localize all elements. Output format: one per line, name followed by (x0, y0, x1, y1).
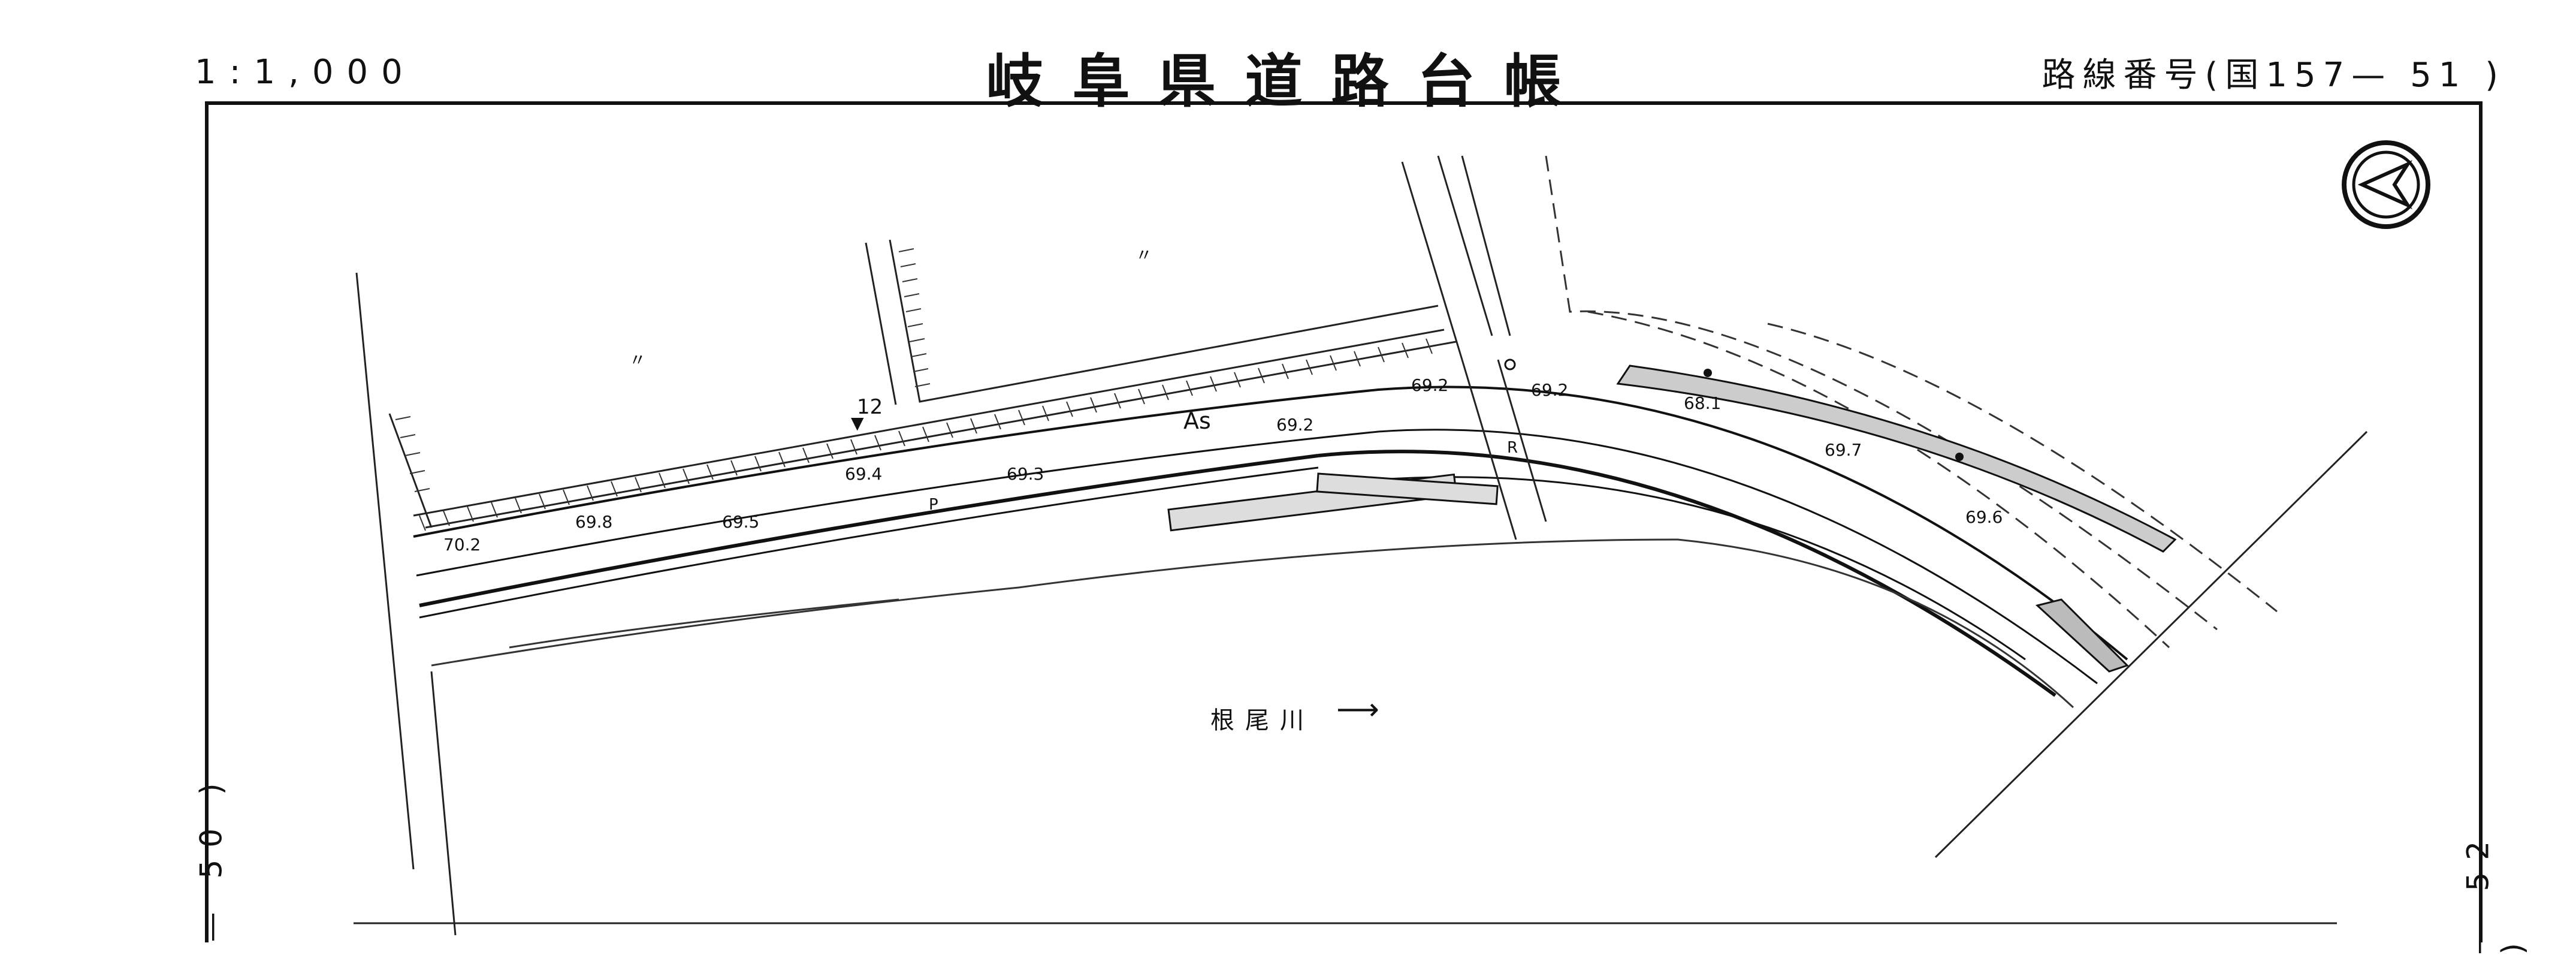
crossing-road (1401, 155, 1547, 540)
hatching-left (395, 248, 1433, 531)
svg-text:69.4: 69.4 (845, 464, 882, 484)
svg-text:69.8: 69.8 (575, 512, 612, 532)
svg-text:69.2: 69.2 (1276, 415, 1313, 435)
structure-block-2 (1316, 472, 1499, 505)
marker-number: 12 (857, 395, 883, 419)
surface-label: As (1183, 408, 1211, 434)
boundary-line-left-lower (430, 671, 457, 936)
marker-triangle-icon: ▼ (851, 413, 864, 433)
svg-text:69.5: 69.5 (722, 512, 759, 532)
svg-text:69.2: 69.2 (1411, 375, 1448, 395)
boundary-line-left (355, 272, 415, 870)
svg-text:70.2: 70.2 (443, 535, 481, 555)
point-marker-1 (1704, 369, 1712, 377)
river-flow-arrow-icon: ⟶ (1336, 692, 1379, 727)
field-mark-1: 〃 (629, 350, 646, 370)
bridge-approach-band (2035, 598, 2129, 673)
scale-label: 1:1,000 (195, 53, 416, 92)
pavement-mark: P (929, 496, 938, 514)
point-marker-3 (1504, 358, 1516, 370)
route-number: 路線番号(国157— 51 ) (2042, 56, 2505, 95)
svg-text:69.7: 69.7 (1825, 440, 1862, 460)
point-marker-2 (1955, 453, 1964, 461)
river-bank (431, 538, 2074, 709)
road-edges (413, 385, 2128, 697)
north-arrow-icon (2342, 140, 2430, 229)
river-boundary-diagonal (1934, 430, 2368, 858)
elevation-labels: 70.2 69.8 69.5 69.4 69.3 69.2 69.2 69.2 … (443, 375, 2003, 555)
dashed-boundaries (1545, 155, 2278, 649)
svg-text:69.3: 69.3 (1007, 464, 1044, 484)
retaining-wall-band (1616, 364, 2177, 553)
building-edge-left (388, 239, 1457, 529)
river-label: 根尾川 (1210, 707, 1315, 734)
field-mark-2: 〃 (1136, 245, 1152, 265)
svg-text:69.6: 69.6 (1965, 507, 2003, 527)
svg-text:69.2: 69.2 (1531, 380, 1568, 400)
map-frame (205, 101, 2483, 942)
svg-text:68.1: 68.1 (1684, 393, 1721, 413)
road-mark: R (1507, 439, 1518, 457)
